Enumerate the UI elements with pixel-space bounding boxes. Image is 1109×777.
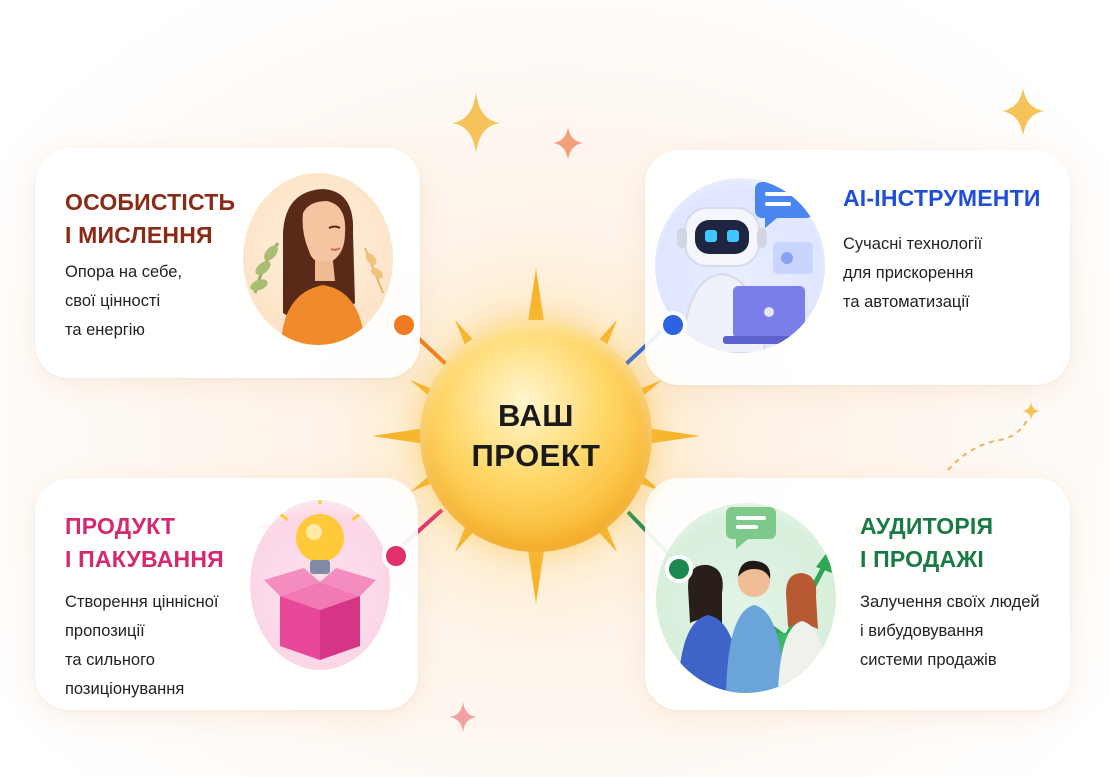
- woman-portrait-icon: [243, 173, 393, 345]
- card-personality-title: ОСОБИСТІСТЬ І МИСЛЕННЯ: [65, 189, 236, 248]
- center-title-line1: ВАШ: [498, 398, 574, 433]
- card-audience-desc: Залучення своїх людей і вибудовування си…: [860, 593, 1040, 669]
- center-project-circle: ВАШ ПРОЕКТ: [420, 320, 652, 552]
- card-product-title: ПРОДУКТ І ПАКУВАННЯ: [65, 513, 224, 572]
- team-growth-chart-icon: [656, 503, 836, 693]
- card-ai-desc: Сучасні технології для прискорення та ав…: [843, 235, 983, 311]
- robot-laptop-icon: [655, 178, 825, 353]
- sparkle-icon: [1022, 402, 1040, 420]
- connector-dot-product: [382, 542, 410, 570]
- connector-dot-personality: [390, 311, 418, 339]
- sparkle-icon: [452, 92, 500, 154]
- lightbulb-gift-box-icon: [250, 500, 390, 670]
- card-audience-title: АУДИТОРІЯ І ПРОДАЖІ: [860, 513, 994, 572]
- sparkle-icon: [553, 127, 583, 160]
- connector-dot-ai: [659, 311, 687, 339]
- center-title-line2: ПРОЕКТ: [471, 438, 601, 473]
- sparkle-icon: [1002, 88, 1044, 136]
- card-ai-title: AI-ІНСТРУМЕНТИ: [843, 185, 1041, 211]
- card-personality-desc: Опора на себе, свої цінності та енергію: [65, 263, 183, 339]
- connector-dot-audience: [665, 555, 693, 583]
- sparkle-icon: [449, 702, 477, 732]
- card-product-desc: Створення ціннісної пропозиції та сильно…: [65, 593, 219, 698]
